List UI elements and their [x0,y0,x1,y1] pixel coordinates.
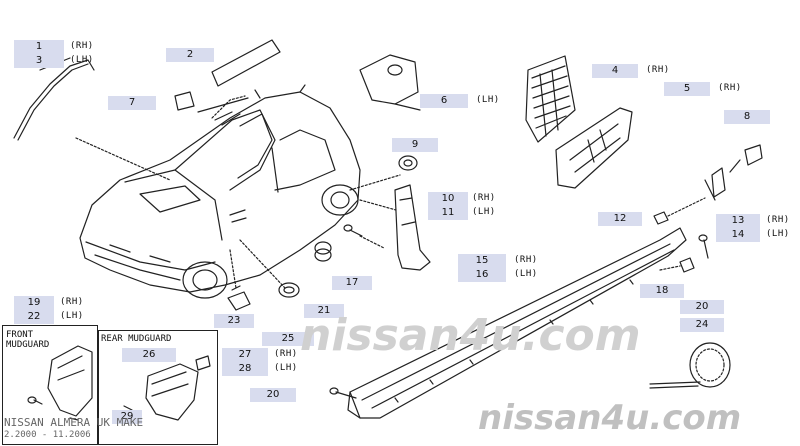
footer-model: NISSAN ALMERA UK MAKE [4,416,144,429]
side-label-14-lh: (LH) [766,229,790,239]
side-label-10-rh: (RH) [472,193,496,203]
watermark-bottom: nissan4u.com [478,398,742,438]
callout-9[interactable]: 9 [392,138,438,152]
callout-27[interactable]: 27 [222,348,268,362]
front-mudguard-title: FRONT MUDGUARD [6,330,50,350]
side-label-19-rh: (RH) [60,297,84,307]
callout-29[interactable]: 29 [112,410,142,424]
rear-mudguard-frame [98,330,218,445]
callout-4[interactable]: 4 [592,64,638,78]
callout-5[interactable]: 5 [664,82,710,96]
front-mudguard-sketch [27,345,93,421]
callout-23[interactable]: 23 [214,314,254,328]
callout-13[interactable]: 13 [716,214,760,228]
rear-mudguard-title: REAR MUDGUARD [101,334,172,344]
rear-mudguard-sketch [123,355,211,421]
part-clip-18 [659,257,695,273]
side-label-16-lh: (LH) [514,269,538,279]
part-screw-17 [343,224,385,249]
footer-dates: 2.2000 - 11.2006 [4,430,91,440]
part-bracket-5 [555,107,633,189]
part-clip-12 [653,197,706,225]
part-grommet-21 [314,241,332,262]
part-tape-24 [649,342,731,389]
callout-24[interactable]: 24 [680,318,724,332]
side-label-3-lh: (LH) [70,55,94,65]
callout-22[interactable]: 22 [14,310,54,324]
side-label-1-rh: (RH) [70,41,94,51]
callout-7[interactable]: 7 [108,96,156,110]
side-label-15-rh: (RH) [514,255,538,265]
callout-14[interactable]: 14 [716,228,760,242]
callout-1[interactable]: 1 [14,40,64,54]
part-grommet-25 [239,239,300,298]
watermark-center: nissan4u.com [300,310,641,361]
callout-6[interactable]: 6 [420,94,468,108]
callout-26[interactable]: 26 [122,348,176,362]
part-clip-23 [227,249,251,311]
side-label-5-rh: (RH) [718,83,742,93]
front-mudguard-frame [2,325,98,445]
callout-20-left[interactable]: 20 [250,388,296,402]
part-vent-4 [525,55,576,143]
part-sill-molding-15-16 [347,227,687,419]
callout-12[interactable]: 12 [598,212,642,226]
part-mudflap-10-11 [359,184,431,271]
callout-19[interactable]: 19 [14,296,54,310]
callout-8[interactable]: 8 [724,110,770,124]
side-label-27-rh: (RH) [274,349,298,359]
side-label-13-rh: (RH) [766,215,790,225]
callout-15[interactable]: 15 [458,254,506,268]
callout-2[interactable]: 2 [166,48,214,62]
callout-17[interactable]: 17 [332,276,372,290]
car-body [79,84,361,299]
side-label-4-rh: (RH) [646,65,670,75]
part-panels-2-7 [174,39,281,126]
part-screw-20 [329,234,709,399]
callout-21[interactable]: 21 [304,304,344,318]
callout-10[interactable]: 10 [428,192,468,206]
callout-20-right[interactable]: 20 [680,300,724,314]
side-label-22-lh: (LH) [60,311,84,321]
side-label-11-lh: (LH) [472,207,496,217]
callout-11[interactable]: 11 [428,206,468,220]
side-label-6-lh: (LH) [476,95,500,105]
callout-16[interactable]: 16 [458,268,506,282]
callout-28[interactable]: 28 [222,362,268,376]
part-bracket-6 [359,54,421,111]
part-grommet-9 [349,155,418,191]
callout-3[interactable]: 3 [14,54,64,68]
part-molding-1-3 [13,57,171,181]
part-clip-8 [704,144,763,201]
side-label-28-lh: (LH) [274,363,298,373]
callout-18[interactable]: 18 [640,284,684,298]
callout-25[interactable]: 25 [262,332,314,346]
